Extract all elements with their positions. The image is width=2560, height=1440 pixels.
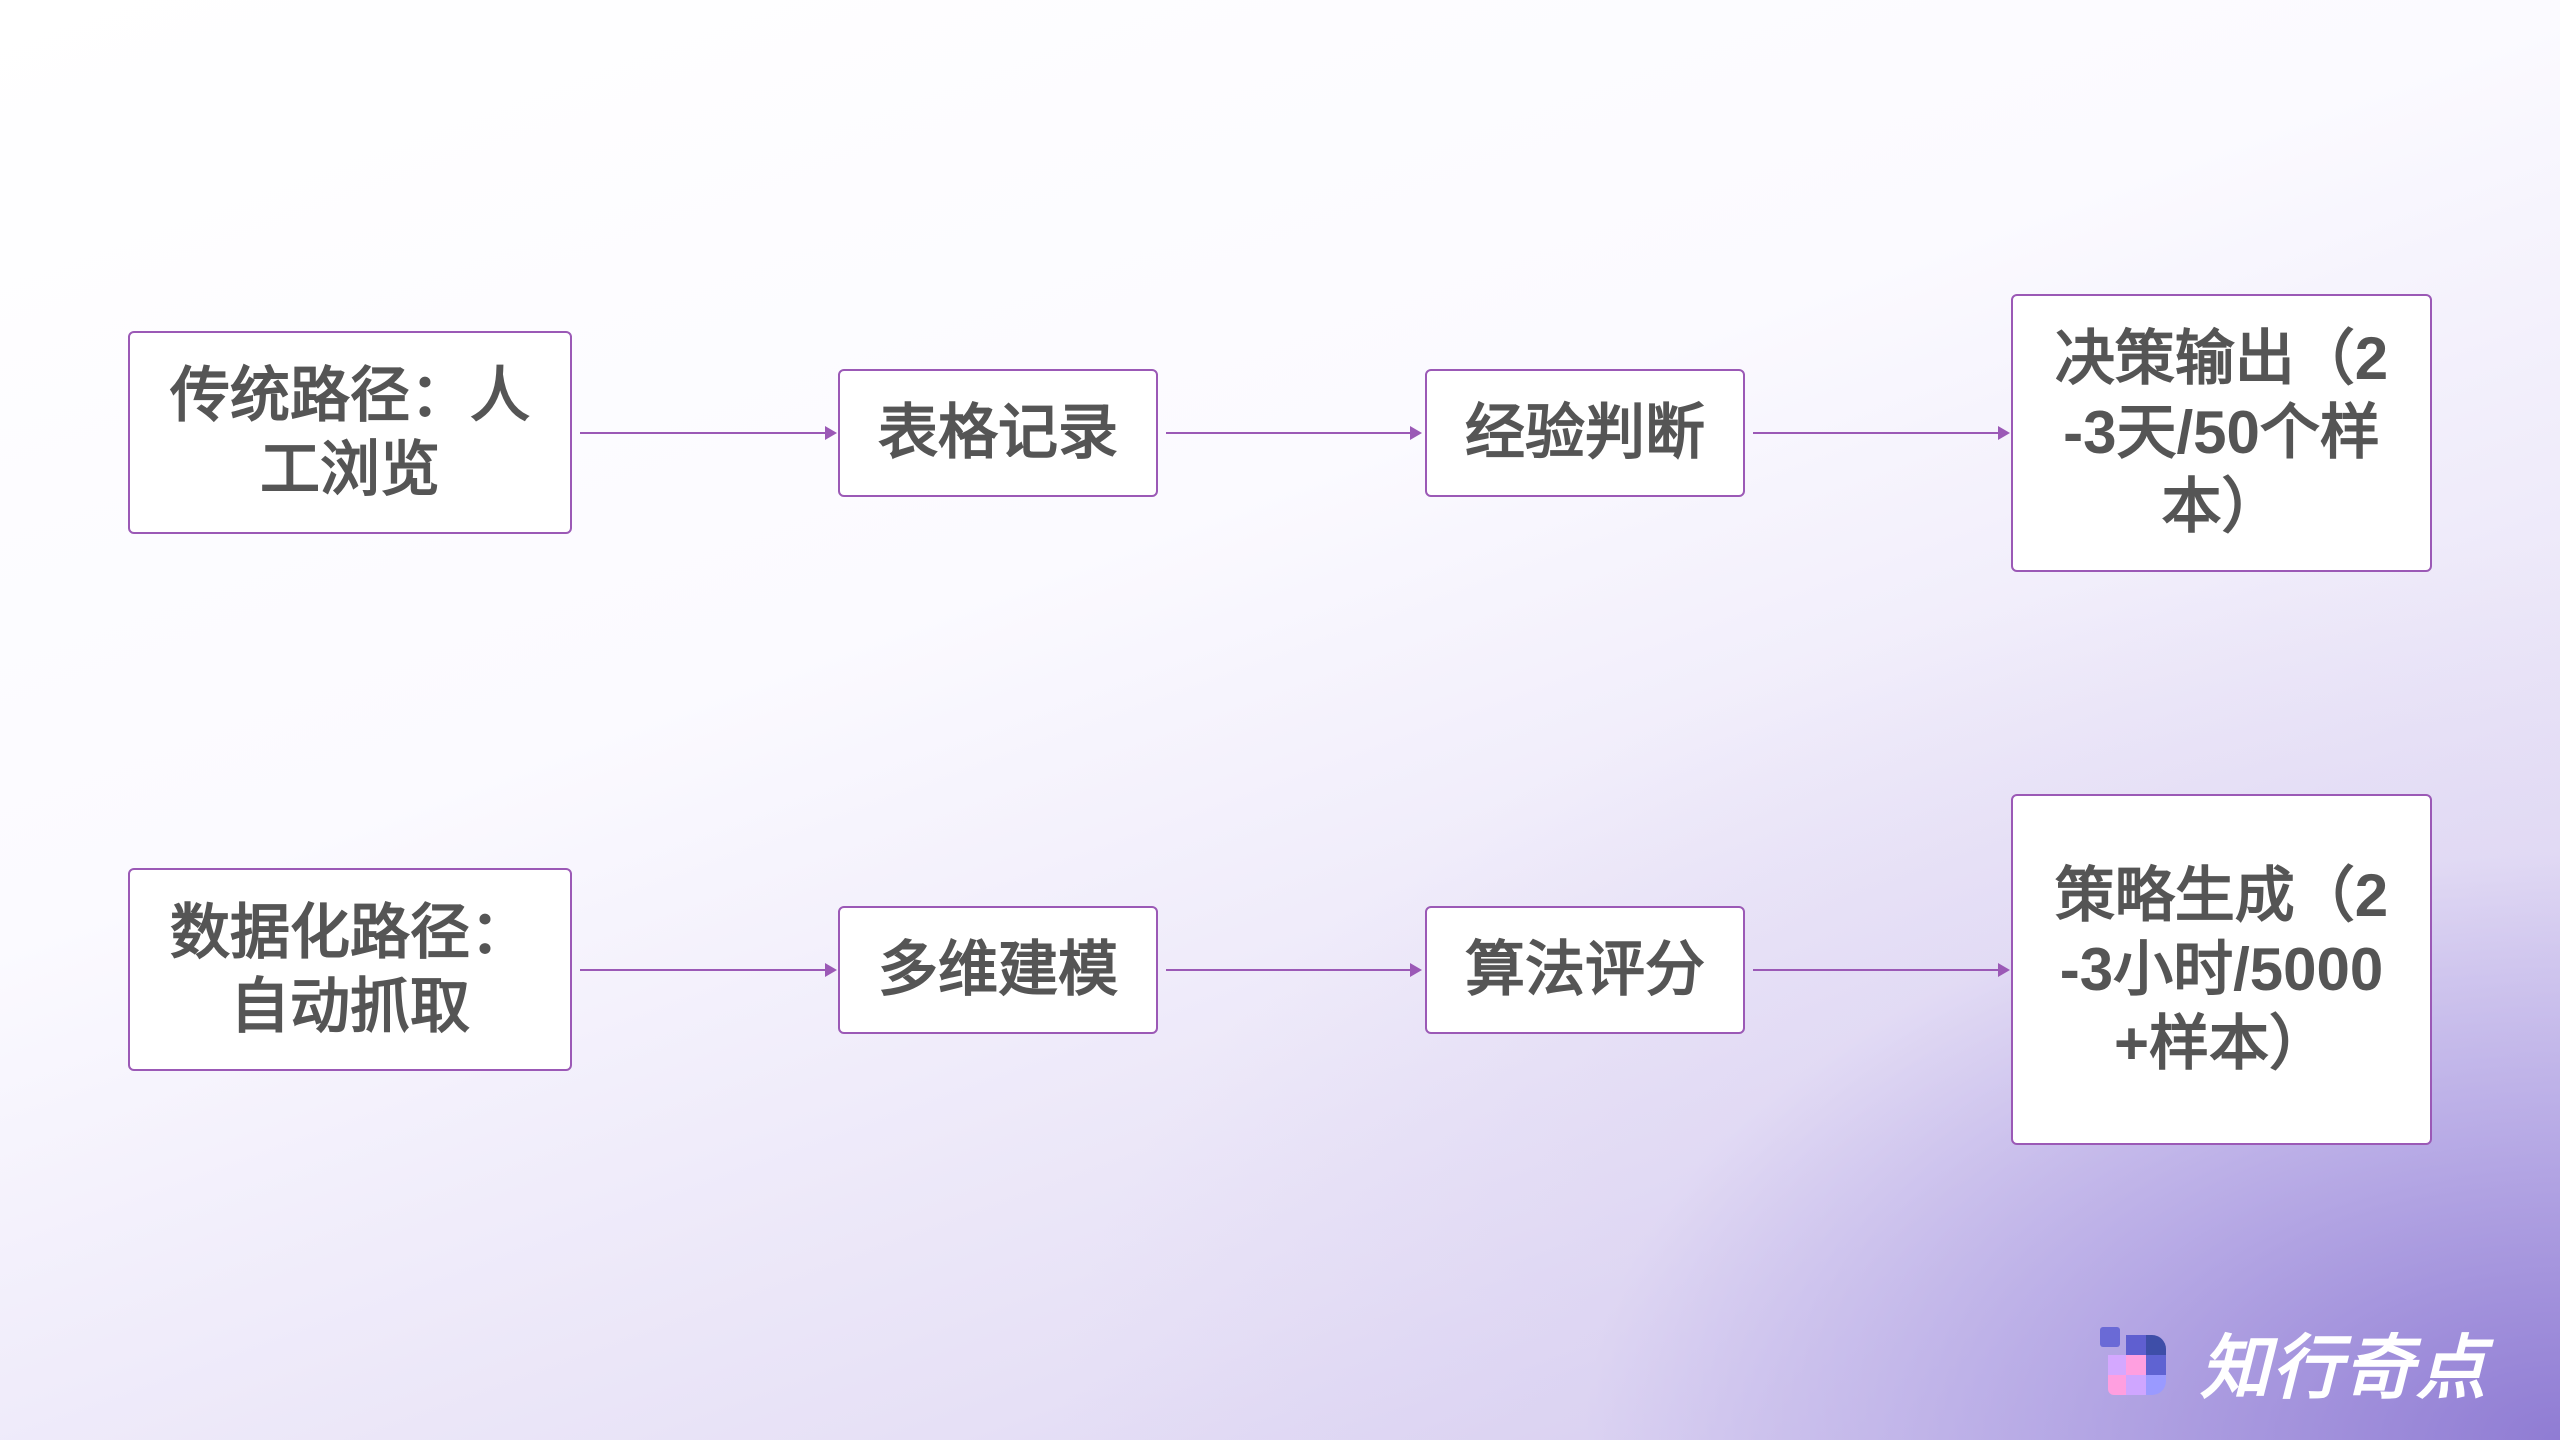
logo-mark-icon: [2100, 1326, 2172, 1399]
arrow-connector: [1166, 963, 1422, 977]
step-data-path: 数据化路径：自动抓取: [128, 868, 572, 1071]
logo-text: 知行奇点: [2200, 1329, 2488, 1407]
step-traditional-path: 传统路径：人工浏览: [128, 331, 572, 534]
step-strategy-generation: 策略生成（2-3小时/5000+样本）: [2011, 794, 2432, 1145]
step-experience-judgment: 经验判断: [1425, 369, 1745, 497]
arrow-connector: [580, 963, 837, 977]
arrow-connector: [1753, 963, 2010, 977]
arrow-connector: [580, 426, 837, 440]
step-decision-output: 决策输出（2-3天/50个样本）: [2011, 294, 2432, 572]
brand-logo: 知行奇点: [2100, 1312, 2488, 1413]
step-multi-dim-modeling: 多维建模: [838, 906, 1158, 1034]
step-table-record: 表格记录: [838, 369, 1158, 497]
arrow-connector: [1753, 426, 2010, 440]
arrow-connector: [1166, 426, 1422, 440]
step-algorithm-scoring: 算法评分: [1425, 906, 1745, 1034]
